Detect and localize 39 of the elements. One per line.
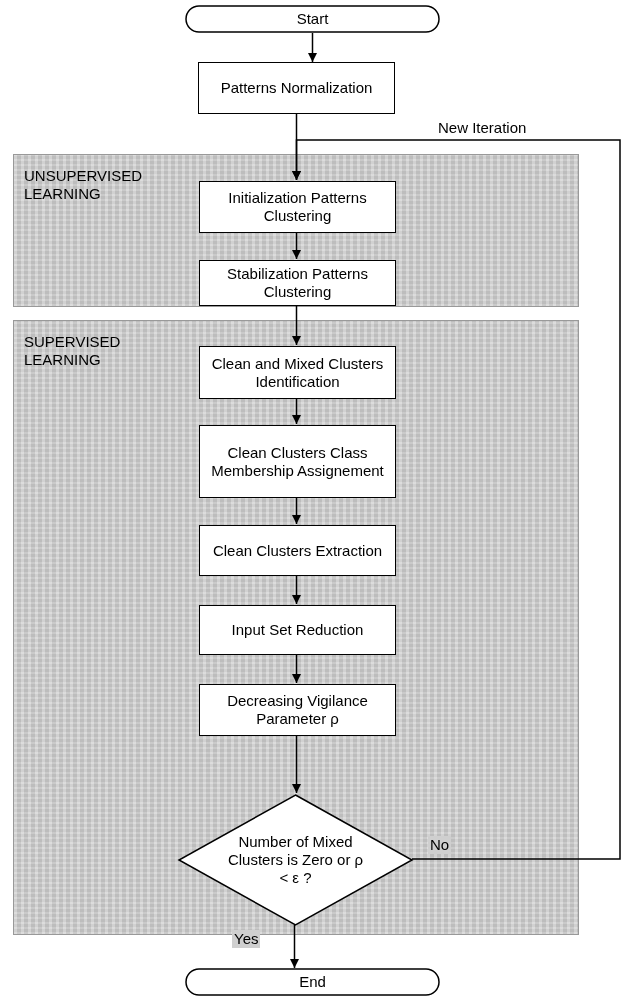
step-label: Start [296,10,329,28]
arrow [292,496,301,525]
arrow [292,734,301,794]
terminal-shape [185,5,440,33]
step-label: Patterns Normalization [220,79,373,97]
process-box [199,346,396,399]
arrow [292,574,301,605]
step-label: Number of Mixed Clusters is Zero or ρ < ε ? [226,833,365,887]
step-label: Clean and Mixed Clusters Identification [210,354,385,391]
arrow [308,32,317,63]
loop-label: New Iteration [437,119,528,137]
arrow [292,139,621,860]
process-box [198,62,395,114]
step-label: Clean Clusters Class Membership Assignement [210,443,385,480]
arrow [292,397,301,425]
step-label: End [299,973,326,991]
edge-label: Yes [232,930,261,948]
arrow [292,231,301,260]
phase-region [13,154,579,307]
process-box [199,525,396,576]
process-box [199,181,396,233]
phase-region [13,320,579,935]
arrow [292,304,301,346]
step-label: Initialization Patterns Clustering [227,189,368,225]
process-box [199,684,396,736]
region-heading: SUPERVISED LEARNING [24,333,122,369]
terminal-shape [185,968,440,996]
arrow [292,653,301,684]
step-label: Decreasing Vigilance Parameter ρ [226,692,369,728]
step-label: Stabilization Patterns Clustering [226,265,369,301]
process-box [199,260,396,306]
step-label: Clean Clusters Extraction [212,541,383,560]
arrow [290,924,299,969]
decision-diamond [178,794,413,926]
process-box [199,425,396,498]
step-label: Input Set Reduction [231,621,364,639]
region-heading: UNSUPERVISED LEARNING [24,167,144,203]
edge-label: No [428,836,452,854]
process-box [199,605,396,655]
